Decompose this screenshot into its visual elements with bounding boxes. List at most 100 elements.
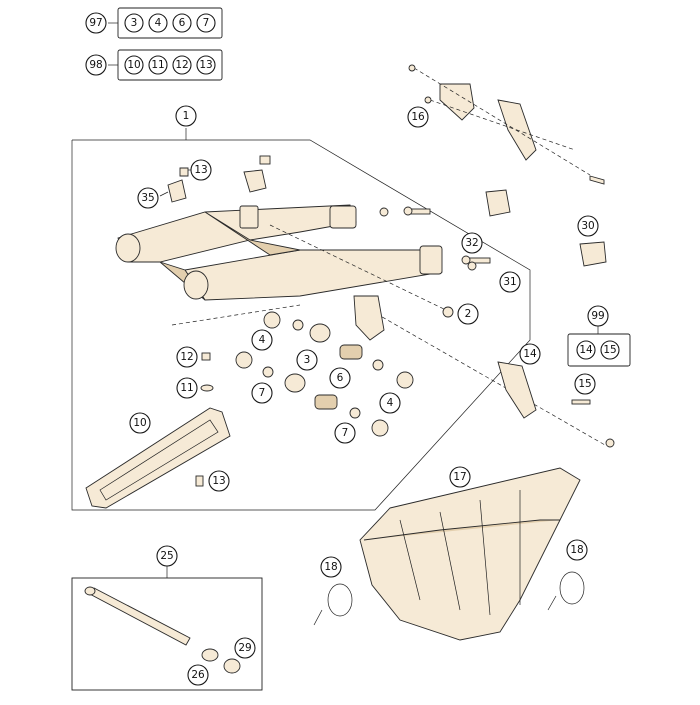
kit-97-item-3: 6: [172, 13, 192, 33]
svg-text:2: 2: [465, 308, 472, 320]
svg-text:32: 32: [465, 237, 478, 249]
kit-99-item-1: 14: [576, 340, 596, 360]
svg-text:30: 30: [581, 220, 594, 232]
svg-text:35: 35: [141, 192, 154, 204]
cable-tie-18-right: [547, 571, 585, 611]
guide-line-left: [171, 304, 301, 326]
seal-right: [396, 371, 414, 389]
kit-ref-97: 97: [85, 12, 107, 34]
callout-6: 6: [329, 367, 351, 389]
cable-tie-18-left: [313, 583, 353, 626]
nut-29: [223, 658, 241, 674]
svg-text:11: 11: [151, 59, 164, 71]
clip-bracket: [243, 155, 271, 193]
washer-upper: [292, 319, 304, 331]
callout-7-lower: 7: [334, 422, 356, 444]
svg-text:13: 13: [199, 59, 212, 71]
chain-slider-10: [85, 407, 231, 509]
sleeve-lower: [284, 373, 306, 393]
callout-15: 15: [574, 373, 596, 395]
swingarm: [115, 204, 443, 301]
bolt-13-top: [179, 167, 189, 177]
svg-text:25: 25: [160, 550, 173, 562]
nut-32: [467, 261, 477, 271]
svg-text:18: 18: [324, 561, 337, 573]
cap-30: [579, 241, 607, 267]
callout-4-lower: 4: [379, 392, 401, 414]
callout-30: 30: [577, 215, 599, 237]
svg-text:4: 4: [387, 397, 394, 409]
callout-16: 16: [407, 106, 429, 128]
nut-11: [200, 384, 214, 392]
svg-text:12: 12: [180, 351, 193, 363]
callout-2: 2: [457, 303, 479, 325]
bushing-6: [339, 344, 363, 360]
callout-4-upper: 4: [251, 329, 273, 351]
callout-35: 35: [137, 187, 159, 209]
svg-text:1: 1: [183, 110, 190, 122]
svg-text:14: 14: [579, 344, 593, 356]
kit-98-item-1: 10: [124, 55, 144, 75]
svg-text:15: 15: [578, 378, 591, 390]
kit-98-item-2: 11: [148, 55, 168, 75]
pivot-axle-group-frame: 25: [71, 545, 263, 691]
chain-guard-17: [359, 467, 581, 641]
kit-97-item-2: 4: [148, 13, 168, 33]
screw-13-lower: [195, 475, 204, 487]
bushing-4-upper: [263, 311, 281, 329]
slider-block: [485, 189, 511, 217]
callout-17: 17: [449, 466, 471, 488]
kit-97-item-4: 7: [196, 13, 216, 33]
callout-18-right: 18: [566, 539, 588, 561]
callout-25: 25: [156, 545, 178, 567]
kit-97-item-1: 3: [124, 13, 144, 33]
svg-text:12: 12: [175, 59, 188, 71]
washer-lower: [349, 407, 361, 419]
callout-13-top: 13: [190, 159, 212, 181]
svg-text:97: 97: [89, 17, 102, 29]
svg-text:13: 13: [194, 164, 207, 176]
seal-lower: [371, 419, 389, 437]
callout-7-upper: 7: [251, 382, 273, 404]
guide-line-lower: [369, 309, 606, 446]
svg-text:15: 15: [603, 344, 616, 356]
callout-32: 32: [461, 232, 483, 254]
bolt-31: [461, 255, 491, 265]
sleeve-3-upper: [309, 323, 331, 343]
kit-box-99: 99 14 15: [567, 305, 631, 367]
svg-text:26: 26: [191, 669, 205, 681]
callout-10: 10: [129, 412, 151, 434]
callout-29: 29: [234, 637, 256, 659]
chain-guide-14: [497, 361, 615, 448]
callout-31: 31: [499, 271, 521, 293]
bolt-top-middle: [379, 206, 431, 217]
guide-line-upper: [269, 224, 451, 313]
svg-text:4: 4: [155, 17, 162, 29]
washer-lower-left: [262, 366, 274, 378]
callout-18-left: 18: [320, 556, 342, 578]
kit-ref-99: 99: [587, 305, 609, 327]
svg-text:99: 99: [591, 310, 604, 322]
adjuster-plate: [353, 295, 385, 341]
svg-text:7: 7: [342, 427, 349, 439]
kit-98-item-4: 13: [196, 55, 216, 75]
callout-1: 1: [175, 105, 197, 127]
svg-text:3: 3: [131, 17, 138, 29]
callout-12: 12: [176, 346, 198, 368]
bushing-lower: [314, 394, 338, 410]
kit-98-item-3: 12: [172, 55, 192, 75]
svg-text:6: 6: [179, 17, 186, 29]
svg-text:10: 10: [133, 417, 146, 429]
kit-ref-98: 98: [85, 54, 107, 76]
svg-text:11: 11: [180, 382, 193, 394]
svg-text:7: 7: [203, 17, 210, 29]
svg-text:4: 4: [259, 334, 266, 346]
callout-14: 14: [519, 343, 541, 365]
svg-text:14: 14: [523, 348, 537, 360]
callout-26: 26: [187, 664, 209, 686]
nut-2: [442, 306, 454, 318]
svg-text:18: 18: [570, 544, 583, 556]
kit-box-98: 98 10 11 12 13: [85, 49, 223, 81]
